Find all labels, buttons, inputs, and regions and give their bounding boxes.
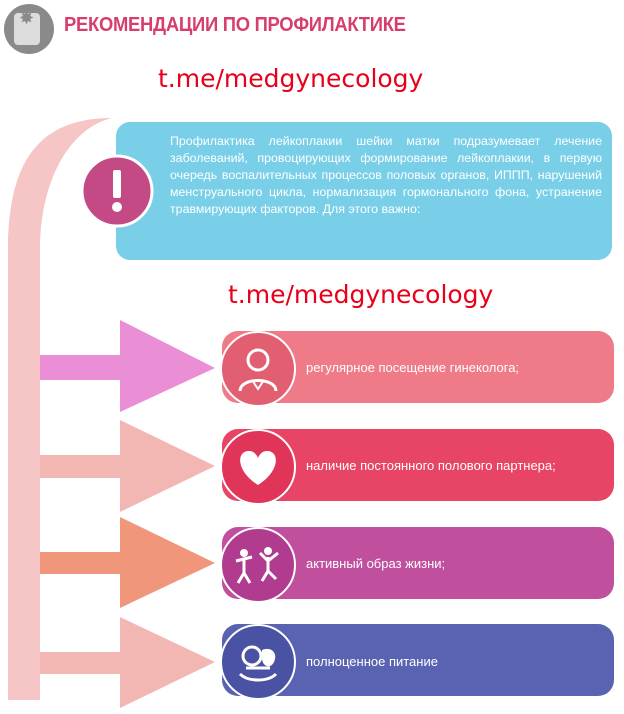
exercise-icon	[220, 527, 296, 603]
food-icon	[220, 624, 296, 700]
exclamation-icon	[80, 154, 154, 228]
info-box	[116, 122, 612, 260]
arrow-4	[40, 617, 215, 708]
arrow-2	[40, 420, 215, 512]
info-text: Профилактика лейкоплакии шейки матки под…	[170, 134, 602, 216]
telegram-link-1[interactable]: t.me/medgynecology	[158, 64, 424, 93]
recommendation-label-4: полноценное питание	[306, 654, 438, 669]
doctor-icon	[220, 331, 296, 407]
recommendation-label-3: активный образ жизни;	[306, 556, 446, 571]
page-title: РЕКОМЕНДАЦИИ ПО ПРОФИЛАКТИКЕ	[64, 14, 406, 36]
heart-icon	[220, 429, 296, 505]
arrow-1	[40, 320, 215, 412]
header-badge-inner	[14, 13, 40, 45]
recommendation-label-1: регулярное посещение гинеколога;	[306, 360, 520, 375]
arrow-3	[40, 517, 215, 608]
alert-burst-icon: ✸	[19, 8, 35, 28]
header-badge: ✸	[4, 4, 54, 54]
recommendation-label-2: наличие постоянного полового партнера;	[306, 458, 556, 473]
bracket-shape	[8, 118, 112, 700]
telegram-link-2[interactable]: t.me/medgynecology	[228, 280, 494, 309]
